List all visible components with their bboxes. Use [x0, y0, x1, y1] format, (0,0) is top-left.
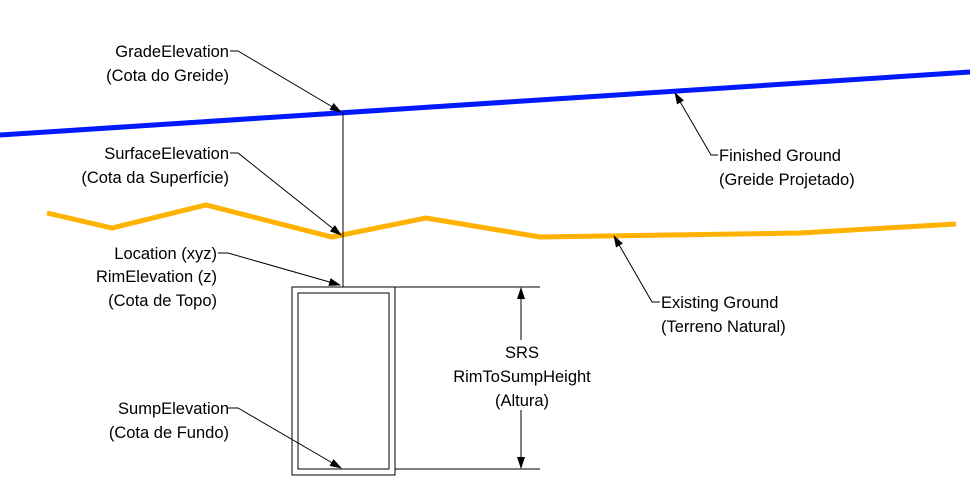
grade-elevation-sublabel: (Cota do Greide) — [106, 67, 229, 85]
finished-ground-sublabel: (Greide Projetado) — [719, 171, 855, 189]
existing-ground-sublabel: (Terreno Natural) — [661, 318, 786, 336]
finished-ground-line — [0, 69, 970, 138]
sump-elevation-label: SumpElevation — [118, 400, 229, 418]
location-label: Location (xyz) — [114, 245, 217, 263]
height-sublabel: (Altura) — [495, 392, 549, 410]
rim-elevation-label: RimElevation (z) — [96, 268, 217, 286]
surface-elevation-label: SurfaceElevation — [104, 145, 229, 163]
surface-elevation-sublabel: (Cota da Superfície) — [81, 169, 229, 187]
finished-ground-leader — [674, 92, 718, 156]
rim-elevation-sublabel: (Cota de Topo) — [108, 292, 217, 310]
grade-elevation-label: GradeElevation — [115, 43, 229, 61]
sump-elevation-leader — [228, 407, 342, 469]
existing-ground-line — [46, 202, 957, 240]
existing-ground-label: Existing Ground — [661, 294, 778, 312]
structure-inner-wall — [297, 292, 390, 470]
structure-outer-wall — [291, 286, 396, 476]
grade-elevation-leader — [230, 50, 342, 113]
height-label: RimToSumpHeight — [453, 368, 591, 386]
finished-ground-label: Finished Ground — [719, 147, 841, 165]
existing-ground-leader — [613, 235, 660, 303]
location-leader — [218, 252, 341, 286]
height-srs-label: SRS — [505, 344, 539, 362]
surface-elevation-leader — [230, 152, 342, 236]
sump-elevation-sublabel: (Cota de Fundo) — [109, 424, 229, 442]
